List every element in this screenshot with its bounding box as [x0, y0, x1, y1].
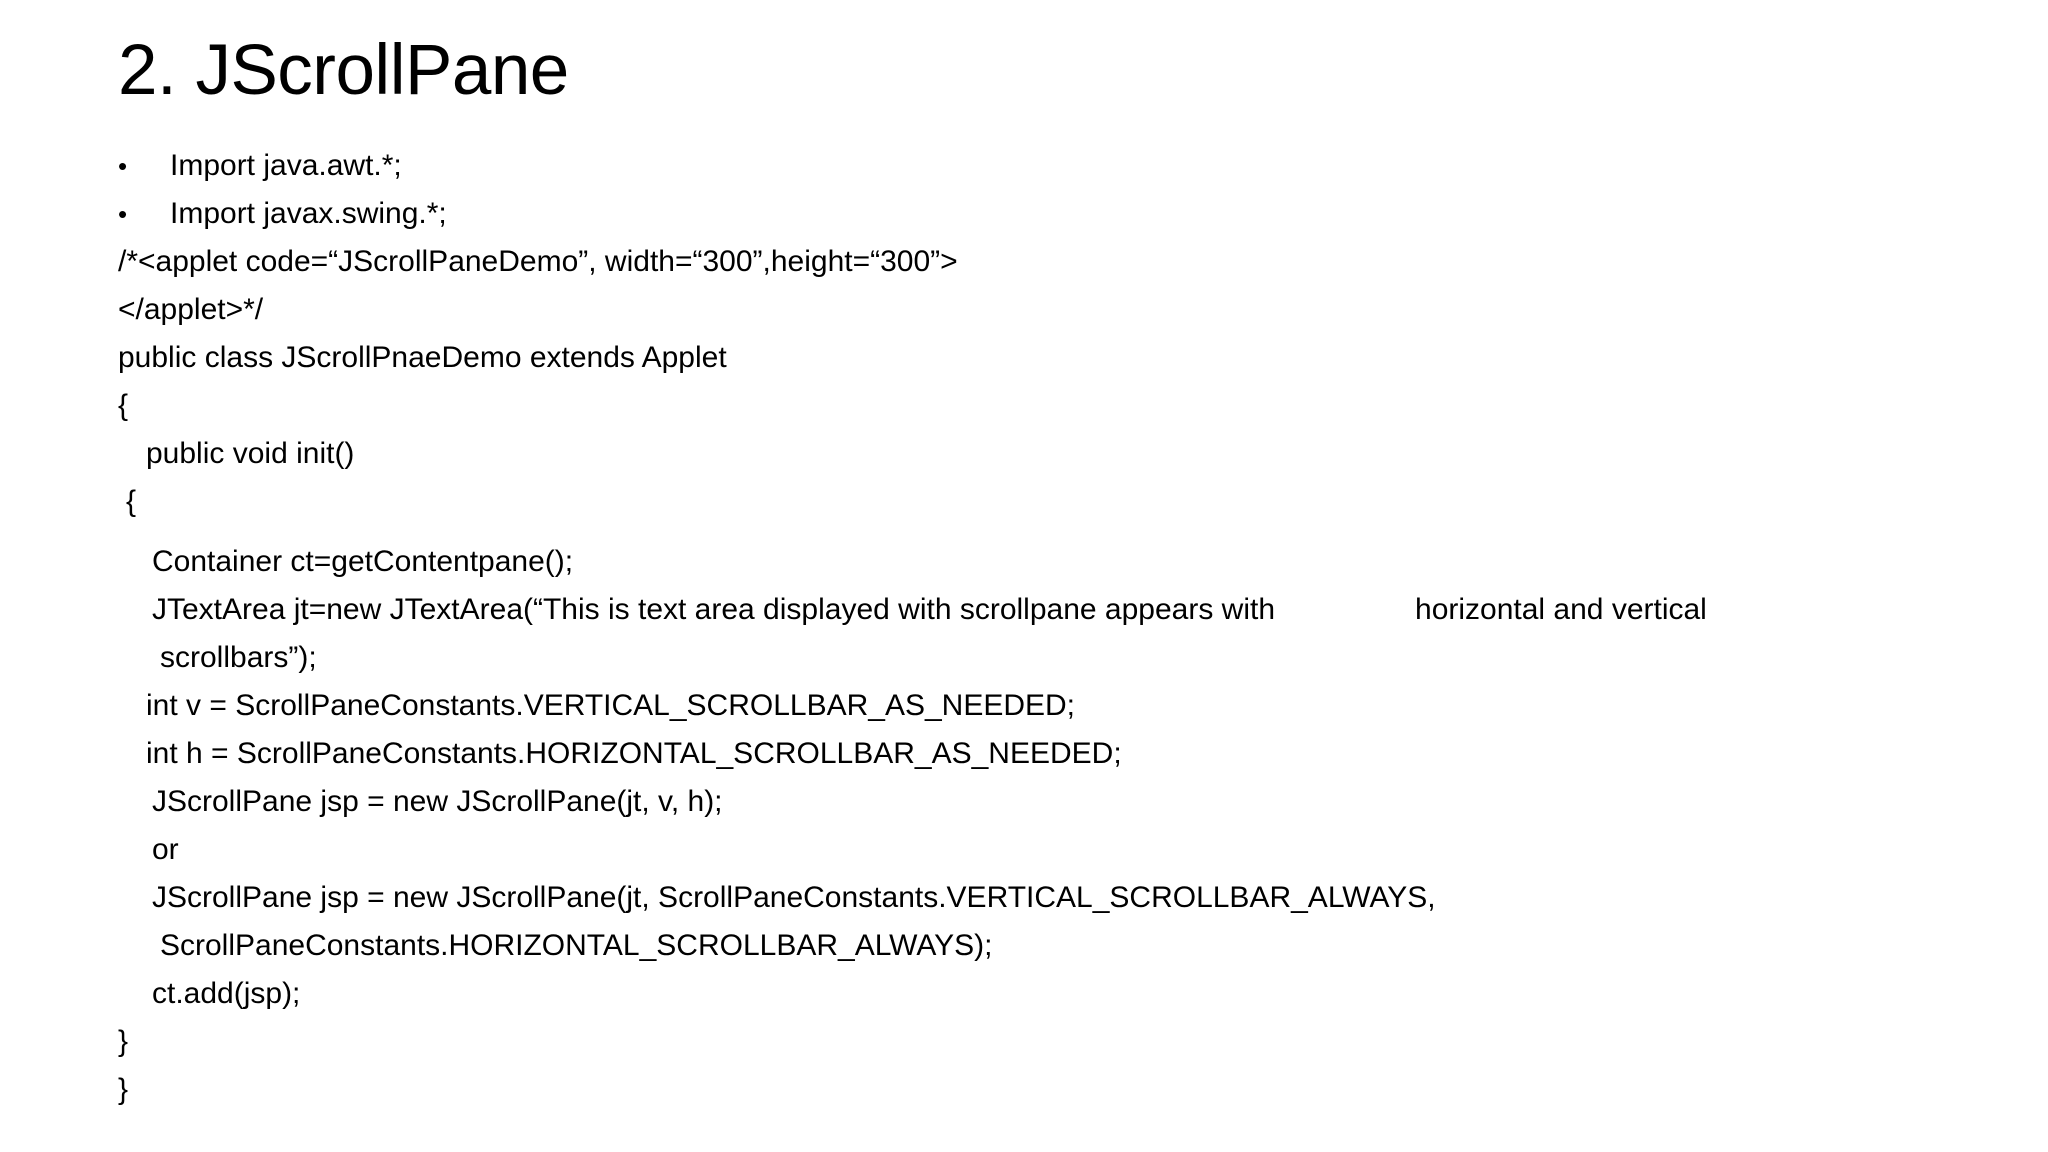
- page-title: 2. JScrollPane: [118, 31, 569, 110]
- code-line: /*<applet code=“JScrollPaneDemo”, width=…: [118, 245, 958, 278]
- code-line: {: [126, 485, 137, 518]
- code-line: ScrollPaneConstants.HORIZONTAL_SCROLLBAR…: [160, 929, 993, 962]
- code-line: int h = ScrollPaneConstants.HORIZONTAL_S…: [146, 737, 1122, 770]
- code-line: }: [118, 1025, 129, 1058]
- list-item: • Import java.awt.*;: [118, 142, 1978, 190]
- code-line: JScrollPane jsp = new JScrollPane(jt, v,…: [152, 785, 723, 818]
- code-line: public void init(): [146, 437, 355, 470]
- code-line: public class JScrollPnaeDemo extends App…: [118, 341, 727, 374]
- list-item-label: Import javax.swing.*;: [170, 197, 447, 230]
- code-line: {: [118, 389, 129, 422]
- code-line: int v = ScrollPaneConstants.VERTICAL_SCR…: [146, 689, 1076, 722]
- slide-body: • Import java.awt.*; • Import javax.swin…: [118, 142, 1978, 1114]
- code-spacer: [118, 526, 1978, 538]
- code-line: }: [118, 1073, 129, 1106]
- bullet-icon: •: [118, 151, 128, 181]
- code-line: scrollbars”);: [160, 641, 317, 674]
- code-line-with-trailing: JTextArea jt=new JTextArea(“This is text…: [118, 586, 1978, 634]
- code-line: or: [152, 833, 179, 866]
- code-line: Container ct=getContentpane();: [152, 545, 574, 578]
- code-line-text: JTextArea jt=new JTextArea(“This is text…: [152, 593, 1276, 626]
- list-item-label: Import java.awt.*;: [170, 149, 402, 182]
- code-line: JScrollPane jsp = new JScrollPane(jt, Sc…: [152, 881, 1436, 914]
- bullet-icon: •: [118, 199, 128, 229]
- code-line-trailing-text: horizontal and vertical: [1415, 593, 1707, 626]
- list-item: • Import javax.swing.*;: [118, 190, 1978, 238]
- code-line: </applet>*/: [118, 293, 264, 326]
- code-line: ct.add(jsp);: [152, 977, 301, 1010]
